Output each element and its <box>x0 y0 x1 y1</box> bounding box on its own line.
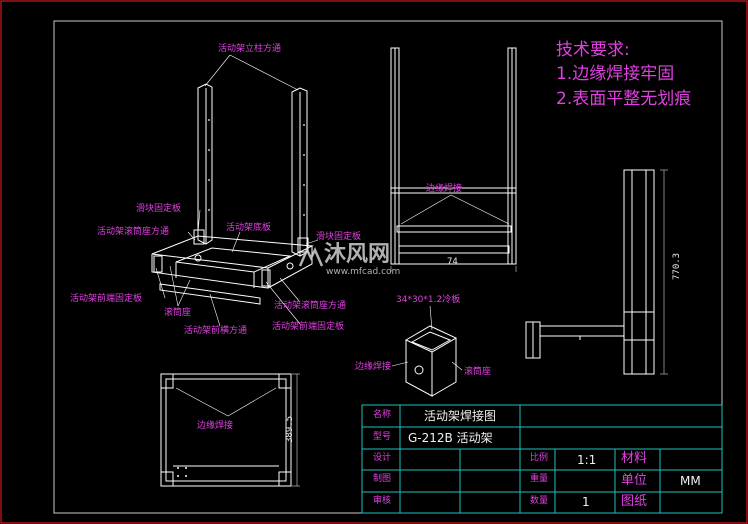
tb-name-value: 活动架焊接图 <box>424 409 497 423</box>
tb-model-label: 型号 <box>373 432 392 442</box>
detail-plate-label: 34*30*1.2冷板 <box>396 295 461 305</box>
side-dim-height: 770.3 <box>672 252 682 280</box>
tb-weight-label: 重量 <box>530 474 549 484</box>
top-weld-label: 边缘焊接 <box>197 421 234 431</box>
title-block-grid <box>361 404 723 514</box>
tb-design-label: 设计 <box>373 453 392 463</box>
tb-unit-label: 单位 <box>621 473 648 488</box>
tb-review-label: 审核 <box>373 496 392 506</box>
side-view <box>525 169 668 375</box>
tb-qty-label: 数量 <box>530 496 549 506</box>
tb-draw-label: 制图 <box>373 474 392 484</box>
roller-seat-detail <box>391 305 463 397</box>
detail-weld-label: 边缘焊接 <box>355 362 392 372</box>
tb-scale-label: 比例 <box>530 453 549 463</box>
tech-requirement-1: 1.边缘焊接牢固 <box>556 64 675 84</box>
tb-drawing-label: 图纸 <box>621 494 648 509</box>
tb-material-label: 材料 <box>621 451 648 466</box>
label-front-end-plate-left: 活动架前端固定板 <box>70 294 143 304</box>
watermark-logo-icon <box>298 246 324 270</box>
front-weld-label: 边缘焊接 <box>426 184 463 194</box>
top-view <box>160 373 300 487</box>
label-bottom-plate: 活动架底板 <box>226 223 272 233</box>
tb-qty-value: 1 <box>582 495 590 509</box>
front-dim-width: 74 <box>447 257 458 267</box>
label-front-end-plate-right: 活动架前端固定板 <box>272 322 345 332</box>
label-front-cross-tube: 活动架前横方通 <box>184 326 248 336</box>
tech-requirements-title: 技术要求: <box>556 40 630 60</box>
label-roller-seat: 滚筒座 <box>164 308 192 318</box>
tb-unit-value: MM <box>680 474 701 488</box>
tb-name-label: 名称 <box>373 410 392 420</box>
label-roller-seat-tube-right: 活动架滚筒座方通 <box>274 301 347 311</box>
watermark-brand: 沐风网 <box>324 242 391 267</box>
label-roller-seat-tube: 活动架滚筒座方通 <box>97 227 170 237</box>
tech-requirement-2: 2.表面平整无划痕 <box>556 89 692 109</box>
watermark-url: www.mfcad.com <box>326 267 401 277</box>
label-slider-plate-right: 滑块固定板 <box>316 232 362 242</box>
detail-seat-label: 滚筒座 <box>464 367 492 377</box>
front-view <box>390 47 517 272</box>
label-upright: 活动架立柱方通 <box>218 44 282 54</box>
isometric-view <box>151 83 314 305</box>
top-dim-height: 389.5 <box>285 415 295 443</box>
tb-model-value: G-212B 活动架 <box>408 431 493 445</box>
tb-scale-value: 1:1 <box>577 453 597 467</box>
iso-leaders <box>155 54 319 327</box>
label-slider-plate: 滑块固定板 <box>136 204 182 214</box>
